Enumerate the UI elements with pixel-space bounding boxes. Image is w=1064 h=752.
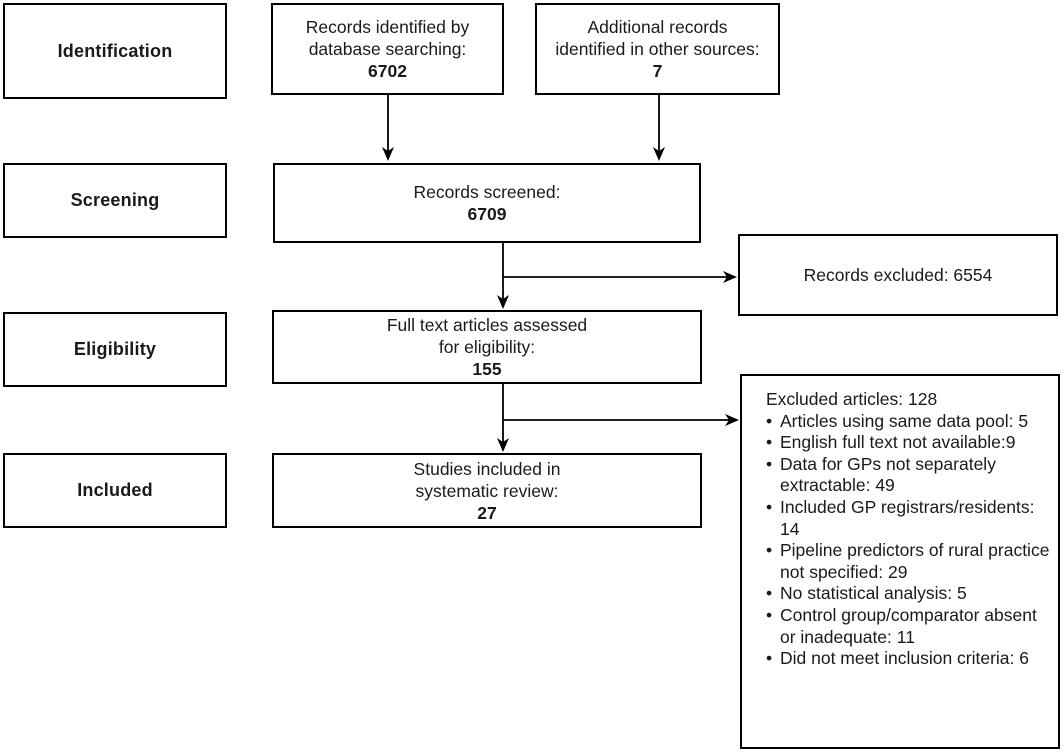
node-records-screened: Records screened: 6709: [273, 163, 701, 243]
excluded-reason-item: Did not meet inclusion criteria: 6: [766, 648, 1050, 670]
stage-label-eligibility: Eligibility: [73, 339, 157, 359]
node-text-line: Records identified by: [305, 17, 470, 37]
node-text-line: Records screened:: [413, 182, 561, 202]
node-count: 27: [477, 502, 497, 523]
excluded-reason-item: Articles using same data pool: 5: [766, 411, 1050, 433]
node-text-line: identified in other sources:: [555, 39, 760, 59]
node-fulltext-assessed: Full text articles assessed for eligibil…: [272, 310, 702, 384]
excluded-reason-item: Included GP registrars/residents: 14: [766, 497, 1050, 540]
stage-box-screening: Screening: [3, 163, 227, 238]
stage-box-eligibility: Eligibility: [3, 312, 227, 387]
node-text-line: Full text articles assessed: [386, 315, 588, 335]
node-studies-included: Studies included in systematic review: 2…: [272, 453, 702, 528]
node-text-line: database searching:: [308, 39, 467, 59]
excluded-reason-item: English full text not available:9: [766, 432, 1050, 454]
stage-label-included: Included: [77, 480, 153, 500]
node-text-line: Studies included in: [413, 458, 561, 479]
node-count: 6709: [467, 204, 507, 224]
node-text-line: Records excluded: 6554: [803, 265, 993, 285]
node-text-line: for eligibility:: [438, 337, 536, 357]
excluded-reason-item: Data for GPs not separately extractable:…: [766, 454, 1050, 497]
node-count: 155: [472, 359, 502, 379]
node-count: 7: [652, 61, 663, 81]
node-text-line: systematic review:: [415, 480, 559, 501]
node-text-line: Additional records: [587, 17, 728, 37]
node-records-identified: Records identified by database searching…: [271, 3, 504, 95]
stage-label-screening: Screening: [70, 190, 160, 210]
excluded-reason-item: Pipeline predictors of rural practice no…: [766, 540, 1050, 583]
excluded-articles-title: Excluded articles: 128: [766, 389, 938, 409]
excluded-reason-item: Control group/comparator absent or inade…: [766, 605, 1050, 648]
stage-label-identification: Identification: [57, 40, 173, 61]
node-count: 6702: [368, 61, 407, 81]
node-records-excluded: Records excluded: 6554: [738, 234, 1058, 316]
stage-box-included: Included: [3, 453, 227, 528]
node-excluded-articles: Excluded articles: 128 Articles using sa…: [740, 374, 1060, 749]
stage-box-identification: Identification: [3, 3, 227, 99]
node-additional-records: Additional records identified in other s…: [535, 3, 780, 95]
excluded-reason-item: No statistical analysis: 5: [766, 583, 1050, 605]
excluded-articles-list: Articles using same data pool: 5 English…: [766, 411, 1050, 670]
